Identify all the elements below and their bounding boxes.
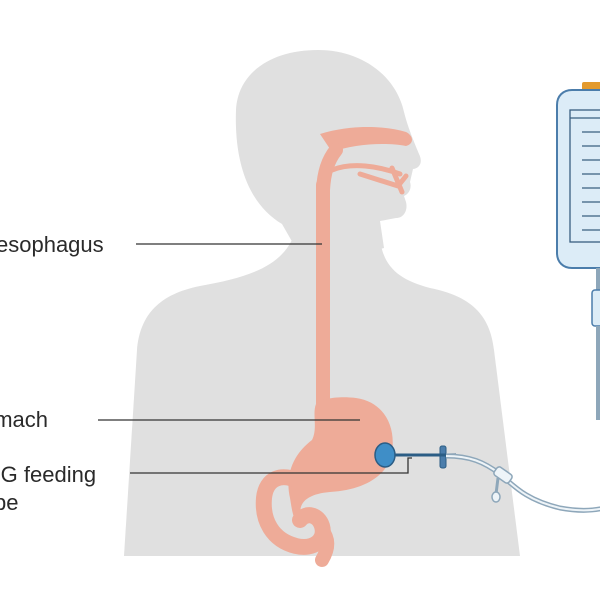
nasal-cavity <box>320 127 412 152</box>
peg-label-line-1: EG feeding <box>0 462 97 487</box>
peg-leader <box>130 457 412 474</box>
peg-tube <box>374 442 600 513</box>
leader-lines <box>98 243 412 474</box>
intestine-continuation <box>315 523 335 567</box>
bag-drip-chamber-body <box>591 289 600 327</box>
stomach <box>288 397 393 522</box>
bag-label-lines <box>570 117 600 231</box>
feeding-bag <box>556 82 600 420</box>
esophagus-label: esophagus <box>0 232 104 257</box>
bag-label <box>569 109 600 243</box>
peg-label-line-2: be <box>0 489 19 515</box>
mouth <box>329 163 409 195</box>
tube-connector <box>493 466 513 484</box>
tube-side-port-cap <box>491 491 501 503</box>
digestive-tract <box>255 127 412 567</box>
peg-internal-bumper <box>374 442 396 468</box>
duodenum <box>255 469 331 555</box>
bag-body <box>556 89 600 269</box>
peg-external-bolster <box>439 445 447 469</box>
peg-feeding-tube-label: EG feeding be <box>0 461 96 516</box>
stomach-label: omach <box>0 407 49 432</box>
extension-tube-inner <box>445 455 600 512</box>
